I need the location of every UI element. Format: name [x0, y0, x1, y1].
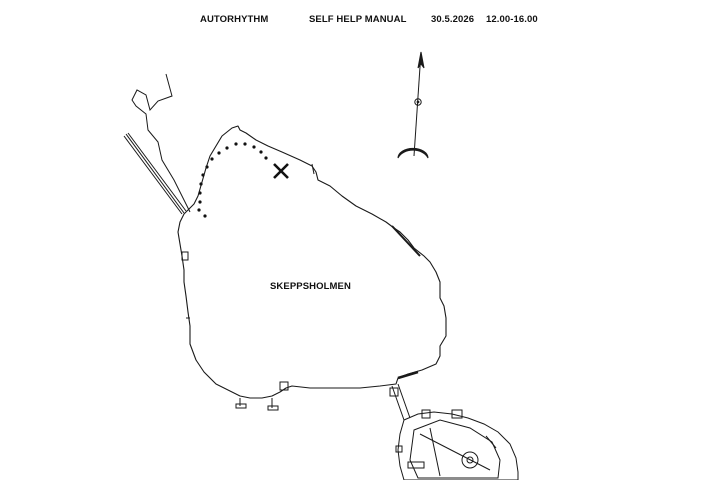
header-bar: AUTORHYTHM SELF HELP MANUAL 30.5.2026 12… [0, 14, 720, 28]
event-date: 30.5.2026 [431, 14, 475, 25]
island-lower-outline [395, 409, 519, 480]
event-subtitle: SELF HELP MANUAL [309, 14, 407, 25]
dotted-route [197, 142, 268, 218]
x-cross-icon [273, 163, 289, 179]
event-time: 12.00-16.00 [486, 14, 538, 25]
event-title: AUTORHYTHM [200, 14, 269, 25]
shoreline-details [181, 163, 421, 411]
bridge [389, 383, 411, 421]
north-arrow-moon-icon [397, 51, 429, 159]
breakwater [123, 73, 191, 215]
island-skeppsholmen-outline [177, 125, 447, 399]
island-name-label: SKEPPSHOLMEN [270, 281, 351, 292]
